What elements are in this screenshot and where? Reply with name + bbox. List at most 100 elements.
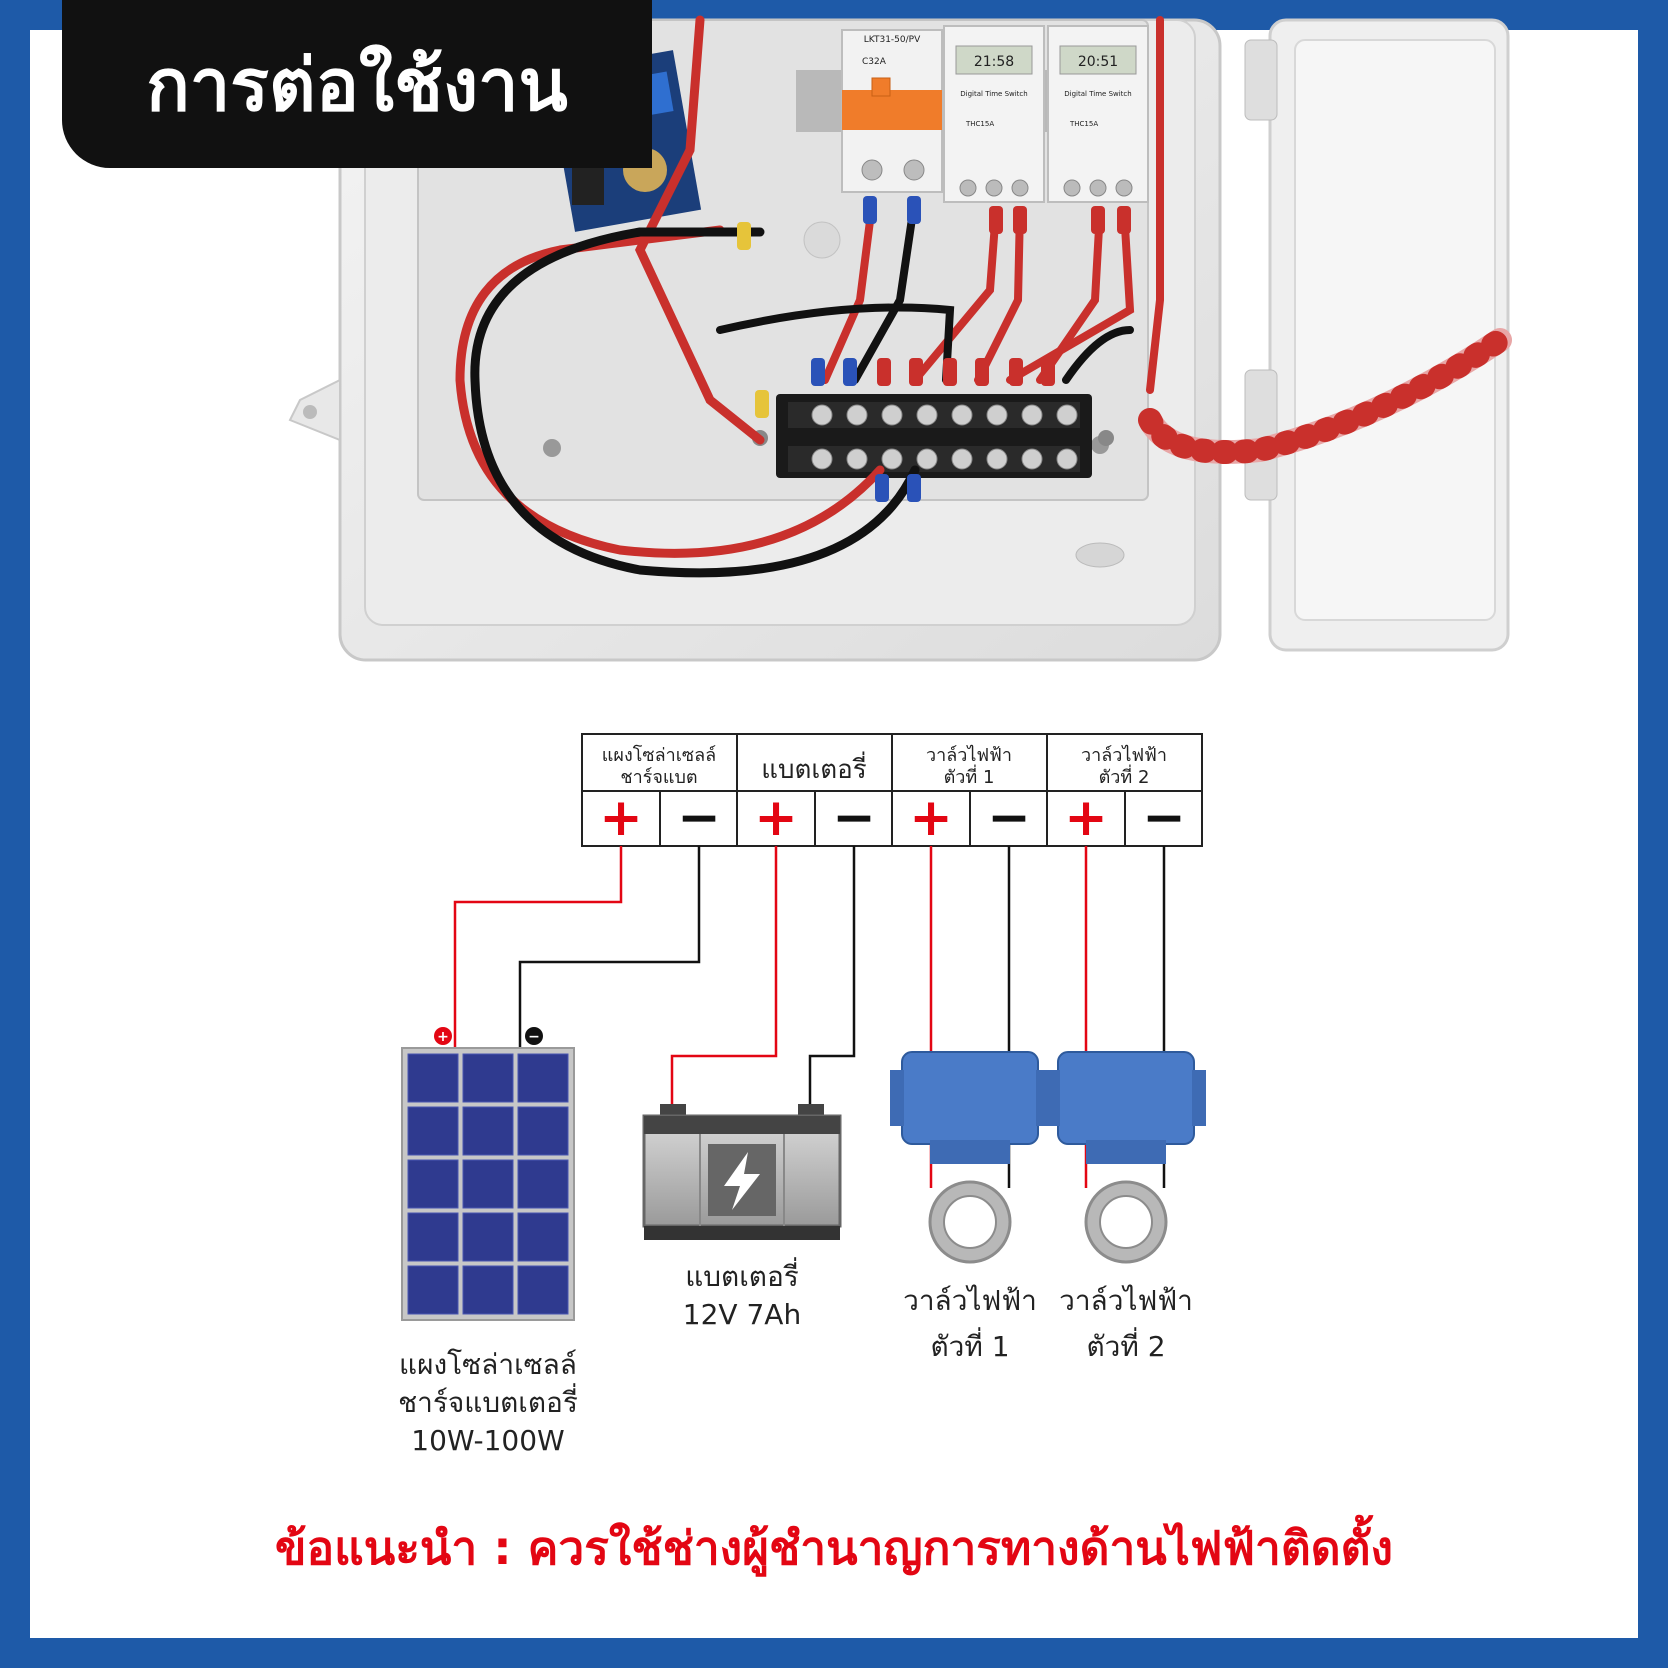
solar-cell [407, 1053, 459, 1103]
solar-cell [407, 1159, 459, 1209]
solar-label-line3: 10W-100W [411, 1424, 564, 1457]
valve2-minus-sign: − [1142, 788, 1186, 848]
page-title: การต่อใช้งาน [62, 0, 652, 168]
header-solar-line2: ชาร์จแบต [620, 767, 697, 788]
valve-1-label-line2: ตัวที่ 1 [930, 1327, 1009, 1363]
solar-cell [517, 1159, 569, 1209]
wire-lug [1117, 206, 1131, 234]
header-valve1-line2: ตัวที่ 1 [944, 764, 995, 788]
wire-lug [755, 390, 769, 418]
solar-cells [407, 1053, 569, 1315]
header-valve2-line1: วาล์วไฟฟ้า [1081, 744, 1167, 766]
wire-lug [909, 358, 923, 386]
solar-cell [462, 1212, 514, 1262]
timer-2-model: THC15A [1069, 120, 1098, 128]
mounting-hole [303, 405, 317, 419]
header-battery: แบตเตอรี่ [761, 751, 867, 785]
solar-cell [517, 1106, 569, 1156]
hinge-top [1244, 39, 1278, 121]
wire-battery-positive [670, 846, 778, 1108]
terminal-screw [916, 404, 938, 426]
plate-hole [803, 221, 841, 259]
installation-note: ข้อแนะนำ : ควรใช้ช่างผู้ชำนาญการทางด้านไ… [275, 1521, 1393, 1575]
breaker-rating: C32A [862, 57, 887, 67]
lightning-icon [724, 1152, 760, 1210]
solar-cell [517, 1265, 569, 1315]
circuit-breaker: LKT31-50/PV C32A [841, 29, 943, 193]
timer-2-name: Digital Time Switch [1064, 90, 1131, 98]
header-valve2-line2: ตัวที่ 2 [1099, 764, 1150, 788]
terminal-screw [1021, 448, 1043, 470]
heatsink [572, 165, 604, 205]
battery-label-line1: แบตเตอรี่ [685, 1257, 799, 1293]
solar-negative-terminal-icon [525, 1027, 543, 1045]
timer-switch-2: 20:51 Digital Time Switch THC15A [1047, 25, 1149, 203]
wire-solar-positive [453, 846, 623, 1048]
solar-positive-terminal-icon [434, 1027, 452, 1045]
solar-minus-sign: − [677, 788, 721, 848]
solar-cell [462, 1053, 514, 1103]
solar-plus-sign: + [599, 788, 643, 848]
timer-switch-1: 21:58 Digital Time Switch THC15A [943, 25, 1045, 203]
solar-label-line2: ชาร์จแบตเตอรี่ [398, 1383, 578, 1419]
screw [543, 439, 561, 457]
wire-lug [737, 222, 751, 250]
wire-battery-negative [808, 846, 856, 1108]
connection-table: แผงโซล่าเซลล์ ชาร์จแบต แบตเตอรี่ วาล์วไฟ… [581, 733, 1203, 848]
enclosure-wiring [455, 15, 1512, 578]
terminal-screw [951, 404, 973, 426]
electric-valve-2: วาล์วไฟฟ้า ตัวที่ 2 [1046, 1051, 1206, 1363]
header-solar-line1: แผงโซล่าเซลล์ [602, 744, 716, 766]
wire-lug [811, 358, 825, 386]
terminal-screw [986, 404, 1008, 426]
battery-minus-sign: − [832, 788, 876, 848]
wire-lug [875, 474, 889, 502]
terminal-screw [1056, 448, 1078, 470]
terminal-screw [846, 448, 868, 470]
breaker-model: LKT31-50/PV [864, 35, 921, 45]
solar-cell [462, 1159, 514, 1209]
wire-lug [907, 196, 921, 224]
timer-1-name: Digital Time Switch [960, 90, 1027, 98]
wire-solar-negative [518, 846, 701, 1048]
timer-1-model: THC15A [965, 120, 994, 128]
timer-1-display: 21:58 [974, 54, 1014, 70]
solar-cell [407, 1106, 459, 1156]
terminal-screw [951, 448, 973, 470]
wire-lug [1013, 206, 1027, 234]
solar-cell [462, 1265, 514, 1315]
terminal-screw [811, 448, 833, 470]
wire-lug [863, 196, 877, 224]
wire-lug [943, 358, 957, 386]
battery-label-line2: 12V 7Ah [683, 1298, 801, 1331]
terminal-screw [916, 448, 938, 470]
wire-lug [907, 474, 921, 502]
valve-2-label-line2: ตัวที่ 2 [1086, 1327, 1165, 1363]
terminal-screw [846, 404, 868, 426]
wire-lug [1009, 358, 1023, 386]
wire-lugs [737, 196, 1131, 502]
solar-positive-terminal-sign: + [437, 1029, 449, 1045]
terminal-screw [881, 404, 903, 426]
valve1-minus-sign: − [987, 788, 1031, 848]
valve-2-label-line1: วาล์วไฟฟ้า [1059, 1284, 1193, 1317]
knockout [1075, 542, 1125, 568]
electric-valve-1: วาล์วไฟฟ้า ตัวที่ 1 [890, 1051, 1050, 1363]
timer-2-display: 20:51 [1078, 54, 1118, 70]
solar-label-line1: แผงโซล่าเซลล์ [399, 1348, 577, 1381]
wire-lug [1041, 358, 1055, 386]
wire-lug [843, 358, 857, 386]
solar-cell [517, 1212, 569, 1262]
battery: แบตเตอรี่ 12V 7Ah [642, 1104, 842, 1331]
wire-lug [1091, 206, 1105, 234]
terminal-screws [811, 404, 1078, 470]
wire-lug [877, 358, 891, 386]
terminal-screw [1021, 404, 1043, 426]
terminal-screw [986, 448, 1008, 470]
solar-cell [462, 1106, 514, 1156]
terminal-screw [881, 448, 903, 470]
solar-cell [407, 1212, 459, 1262]
terminal-screw [1056, 404, 1078, 426]
header-valve1-line1: วาล์วไฟฟ้า [926, 744, 1012, 766]
